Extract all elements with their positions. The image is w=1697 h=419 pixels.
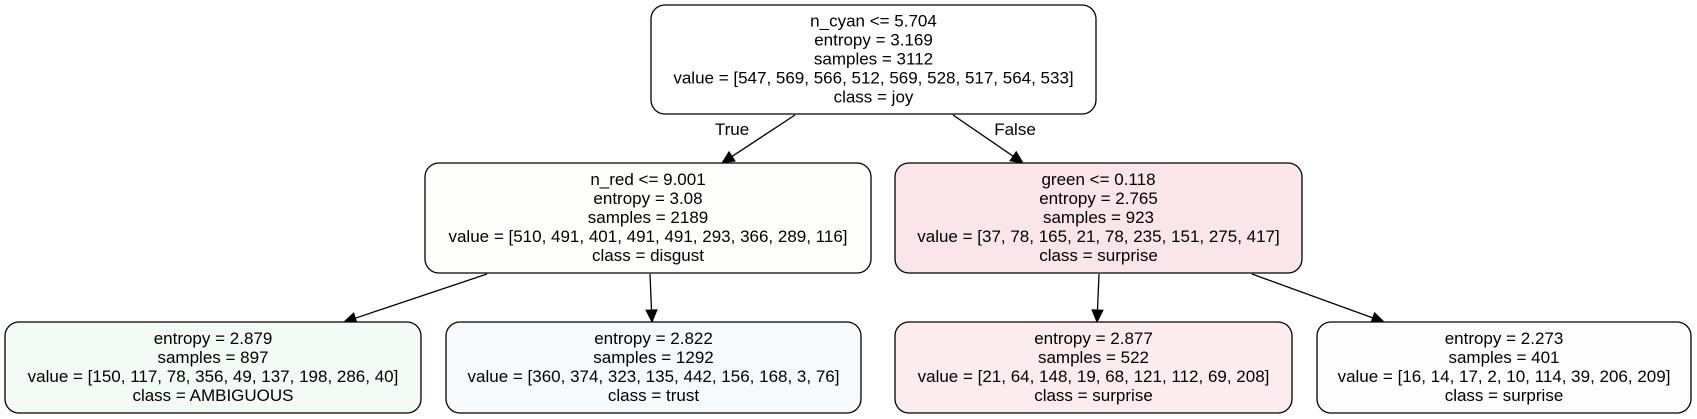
node-entropy: entropy = 2.879 <box>154 329 273 348</box>
node-value: value = [21, 64, 148, 19, 68, 121, 112, … <box>918 367 1270 386</box>
node-class: class = surprise <box>1445 386 1564 405</box>
node-value: value = [16, 14, 17, 2, 10, 114, 39, 206… <box>1338 367 1671 386</box>
node-value: value = [150, 117, 78, 356, 49, 137, 198… <box>28 367 399 386</box>
edge-label: True <box>715 120 749 139</box>
node-class: class = trust <box>608 386 699 405</box>
edge-root-to-left: True <box>715 114 796 164</box>
arrowhead-icon <box>720 150 736 164</box>
edge-right-to-right-right <box>1251 273 1386 324</box>
edge-left-to-left-right <box>645 273 658 324</box>
arrowhead-icon <box>1009 150 1024 164</box>
edge-line <box>355 273 488 319</box>
node-samples: samples = 401 <box>1448 348 1559 367</box>
node-samples: samples = 923 <box>1043 208 1154 227</box>
node-value: value = [547, 569, 566, 512, 569, 528, 5… <box>673 69 1073 88</box>
node-value: value = [360, 374, 323, 135, 442, 156, 1… <box>468 367 840 386</box>
node-entropy: entropy = 3.169 <box>814 31 933 50</box>
edge-root-to-right: False <box>952 114 1036 164</box>
node-entropy: entropy = 3.08 <box>593 189 702 208</box>
node-box <box>650 4 1097 115</box>
edge-left-to-left-left <box>342 273 488 324</box>
node-entropy: entropy = 2.273 <box>1445 329 1564 348</box>
arrowhead-icon <box>645 309 658 324</box>
node-box <box>894 162 1303 274</box>
node-box <box>894 321 1293 414</box>
node-samples: samples = 1292 <box>593 348 714 367</box>
node-samples: samples = 522 <box>1038 348 1149 367</box>
node-samples: samples = 897 <box>157 348 268 367</box>
node-value: value = [37, 78, 165, 21, 78, 235, 151, … <box>917 227 1280 246</box>
arrowhead-icon <box>1091 309 1104 324</box>
edge-line <box>952 114 1014 157</box>
node-box <box>4 321 422 414</box>
node-box <box>1316 321 1692 414</box>
edge-right-to-right-left <box>1091 273 1104 324</box>
node-class: class = AMBIGUOUS <box>132 386 293 405</box>
edge-line <box>1096 273 1100 311</box>
node-entropy: entropy = 2.822 <box>594 329 713 348</box>
edge-line <box>731 114 796 157</box>
node-class: class = disgust <box>592 246 704 265</box>
node-value: value = [510, 491, 401, 491, 491, 293, 3… <box>448 227 847 246</box>
node-box <box>424 162 872 274</box>
node-box <box>445 321 862 414</box>
node-split-condition: n_cyan <= 5.704 <box>810 12 937 31</box>
edge-label: False <box>994 120 1036 139</box>
node-split-condition: n_red <= 9.001 <box>590 170 705 189</box>
node-entropy: entropy = 2.765 <box>1039 189 1158 208</box>
node-split-condition: green <= 0.118 <box>1041 170 1155 189</box>
edge-line <box>649 273 653 311</box>
node-class: class = surprise <box>1039 246 1158 265</box>
node-samples: samples = 3112 <box>814 50 933 69</box>
edge-line <box>1251 273 1373 319</box>
node-class: class = surprise <box>1034 386 1153 405</box>
node-class: class = joy <box>834 88 914 107</box>
node-entropy: entropy = 2.877 <box>1034 329 1153 348</box>
node-samples: samples = 2189 <box>588 208 709 227</box>
